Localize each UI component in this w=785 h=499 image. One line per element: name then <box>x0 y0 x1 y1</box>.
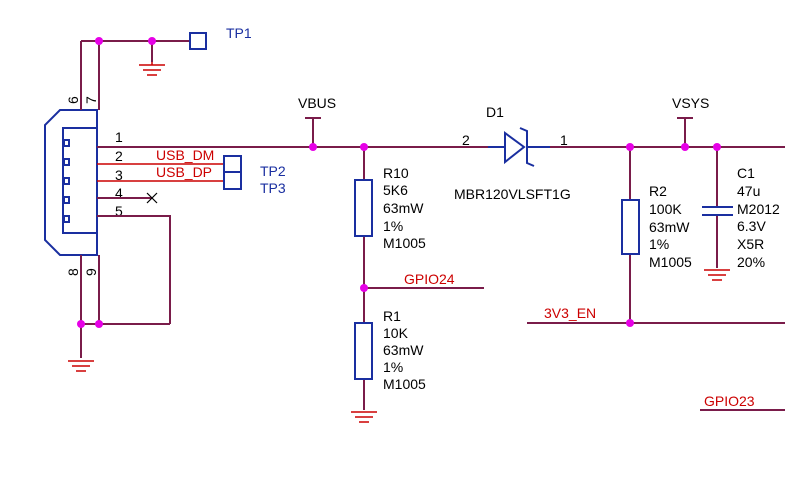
r10-power: 63mW <box>383 200 424 216</box>
net-label-3v3-en: 3V3_EN <box>544 305 596 321</box>
usb-connector <box>44 109 98 256</box>
d1-pin-cathode: 1 <box>560 132 568 148</box>
r1-ref: R1 <box>383 308 401 324</box>
usb-contact <box>63 215 70 223</box>
usb-contact <box>63 196 70 204</box>
d1-part: MBR120VLSFT1G <box>454 186 571 202</box>
test-point-tp3 <box>223 171 242 190</box>
r2-power: 63mW <box>649 219 690 235</box>
d1-pin-anode: 2 <box>462 132 470 148</box>
junction-dot <box>360 143 368 151</box>
r2-tolerance: 1% <box>649 236 669 252</box>
junction-dot <box>713 143 721 151</box>
c1-value: 47u <box>737 183 760 199</box>
c1-package: M2012 <box>737 201 780 217</box>
resistor-r1 <box>354 322 373 380</box>
tp1-label: TP1 <box>226 25 252 41</box>
pin-number: 2 <box>115 148 123 164</box>
net-label-gpio24: GPIO24 <box>404 271 455 287</box>
c1-dielectric: X5R <box>737 236 764 252</box>
c1-voltage: 6.3V <box>737 218 766 234</box>
vbus-label: VBUS <box>298 95 336 111</box>
net-label-usb-dm: USB_DM <box>156 147 214 163</box>
usb-contact <box>63 139 70 147</box>
pin-number: 5 <box>115 203 123 219</box>
junction-dot <box>95 320 103 328</box>
junction-dot <box>626 143 634 151</box>
junction-dot <box>360 284 368 292</box>
resistor-r10 <box>354 179 373 237</box>
tp3-label: TP3 <box>260 180 286 196</box>
usb-connector-outline <box>44 109 98 256</box>
pin-number: 4 <box>115 185 123 201</box>
diode-d1 <box>488 127 550 167</box>
pin-number: 1 <box>115 129 123 145</box>
junction-dot <box>95 37 103 45</box>
pin-number: 3 <box>115 167 123 183</box>
r10-value: 5K6 <box>383 182 408 198</box>
r10-tolerance: 1% <box>383 218 403 234</box>
net-label-gpio23: GPIO23 <box>704 393 755 409</box>
ground-symbol <box>704 269 730 281</box>
junction-dot <box>148 37 156 45</box>
tp2-label: TP2 <box>260 163 286 179</box>
test-point-tp1 <box>189 32 207 50</box>
pin-number: 6 <box>65 96 81 104</box>
r1-value: 10K <box>383 325 409 341</box>
net-label-usb-dp: USB_DP <box>156 164 212 180</box>
r1-package: M1005 <box>383 376 426 392</box>
ground-symbol <box>68 360 94 372</box>
junction-dot <box>626 319 634 327</box>
r1-power: 63mW <box>383 342 424 358</box>
no-connect-marker <box>146 192 158 204</box>
usb-contact <box>63 177 70 185</box>
r2-ref: R2 <box>649 183 667 199</box>
junction-dot <box>681 143 689 151</box>
pin-number: 7 <box>83 96 99 104</box>
r2-package: M1005 <box>649 254 692 270</box>
r1-tolerance: 1% <box>383 359 403 375</box>
junctions <box>77 37 721 328</box>
pin-number: 9 <box>83 268 99 276</box>
capacitor-c1 <box>702 206 733 216</box>
pin-number: 8 <box>65 268 81 276</box>
wires <box>80 40 785 411</box>
ground-symbol <box>139 62 165 76</box>
c1-tolerance: 20% <box>737 254 765 270</box>
resistor-r2 <box>621 199 640 255</box>
junction-dot <box>309 143 317 151</box>
test-point-tp2 <box>223 155 242 173</box>
usb-contact <box>63 158 70 166</box>
r10-ref: R10 <box>383 165 409 181</box>
r2-value: 100K <box>649 201 682 217</box>
junction-dot <box>77 320 85 328</box>
c1-ref: C1 <box>737 165 755 181</box>
d1-ref: D1 <box>486 104 504 120</box>
vsys-label: VSYS <box>672 95 709 111</box>
r10-package: M1005 <box>383 235 426 251</box>
ground-symbol <box>351 411 377 423</box>
